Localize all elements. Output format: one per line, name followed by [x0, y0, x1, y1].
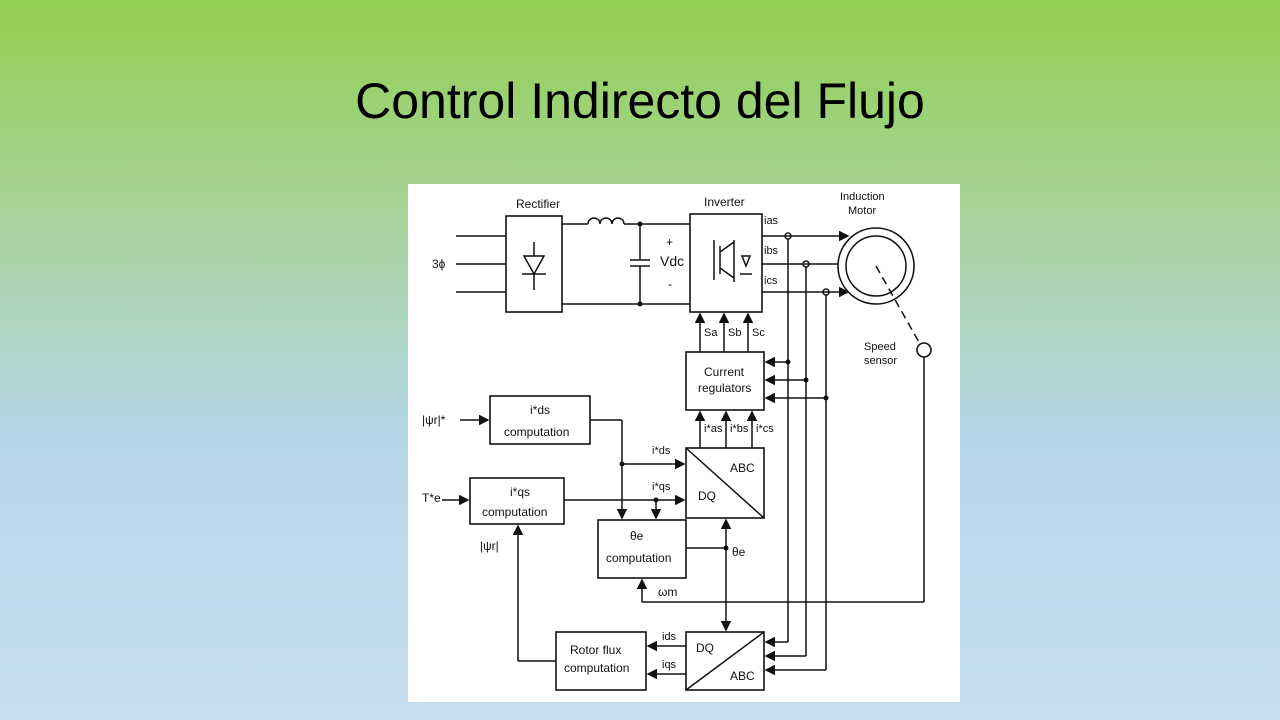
ids-computation-block: i*ds computation: [489, 395, 591, 445]
speed-sensor-label-1: Speed: [864, 341, 896, 353]
ibs-label: ibs: [764, 245, 779, 257]
inductor-icon: [587, 217, 625, 225]
dq-abc-bot-abc: ABC: [730, 669, 755, 683]
rectifier-label: Rectifier: [516, 197, 560, 211]
omega-m-label: ωm: [658, 585, 677, 599]
ibs-ref-label: i*bs: [730, 423, 749, 435]
igbt-icon: [713, 240, 752, 282]
te-ref-label: T*e: [422, 491, 441, 505]
rotor-flux-label-1: Rotor flux: [570, 643, 621, 657]
inverter-label: Inverter: [704, 195, 745, 209]
diode-icon: [522, 242, 546, 290]
sb-label: Sb: [728, 327, 741, 339]
iqs-label: iqs: [662, 659, 677, 671]
ics-ref-label: i*cs: [756, 423, 774, 435]
ics-label: ics: [764, 275, 778, 287]
slide-title: Control Indirecto del Flujo: [355, 73, 925, 129]
current-regulators-label-2: regulators: [698, 381, 751, 395]
inverter-block: Inverter: [689, 195, 763, 313]
abc-to-dq-block: DQ ABC: [685, 631, 765, 691]
sa-label: Sa: [704, 327, 718, 339]
block-diagram-svg: 3ϕ Rectifier + Vdc - Inverter ias ibs ic…: [422, 191, 932, 691]
dq-to-abc-block: ABC DQ: [685, 447, 765, 519]
current-regulators-block: Current regulators: [685, 351, 765, 411]
iqs-computation-top: i*qs: [510, 485, 530, 499]
dq-abc-top-abc: ABC: [730, 461, 755, 475]
iqs-ref-label: i*qs: [652, 481, 671, 493]
motor-label-2: Motor: [848, 205, 876, 217]
theta-computation-bottom: computation: [606, 551, 671, 565]
speed-sensor-label-2: sensor: [864, 355, 897, 367]
ids-label: ids: [662, 631, 677, 643]
motor-label-1: Induction: [840, 191, 885, 203]
ids-ref-label: i*ds: [652, 445, 671, 457]
three-phase-label: 3ϕ: [432, 257, 446, 271]
theta-e-label: θe: [732, 545, 746, 559]
ias-ref-label: i*as: [704, 423, 723, 435]
iqs-computation-block: i*qs computation: [469, 477, 565, 525]
rotor-flux-computation-block: Rotor flux computation: [555, 631, 647, 691]
ias-label: ias: [764, 215, 779, 227]
dq-abc-bot-dq: DQ: [696, 641, 714, 655]
vdc-label: Vdc: [660, 253, 684, 269]
theta-computation-top: θe: [630, 529, 644, 543]
control-diagram: 3ϕ Rectifier + Vdc - Inverter ias ibs ic…: [408, 184, 960, 702]
sc-label: Sc: [752, 327, 765, 339]
three-phase-input: 3ϕ: [432, 235, 506, 293]
psi-ref-label: |ψr|*: [422, 413, 446, 427]
rectifier-block: Rectifier: [505, 197, 563, 313]
current-regulators-label-1: Current: [704, 365, 745, 379]
theta-computation-block: θe computation: [597, 519, 687, 579]
vdc-minus: -: [668, 277, 672, 291]
induction-motor: Induction Motor: [837, 191, 915, 305]
rotor-flux-label-2: computation: [564, 661, 629, 675]
dc-link-capacitor: + Vdc -: [630, 224, 684, 304]
vdc-plus: +: [666, 235, 673, 249]
psi-est-label: |ψr|: [480, 539, 499, 553]
dq-abc-top-dq: DQ: [698, 489, 716, 503]
iqs-computation-bottom: computation: [482, 505, 547, 519]
ids-computation-top: i*ds: [530, 403, 550, 417]
ids-computation-bottom: computation: [504, 425, 569, 439]
speed-sensor: Speed sensor: [864, 265, 932, 367]
